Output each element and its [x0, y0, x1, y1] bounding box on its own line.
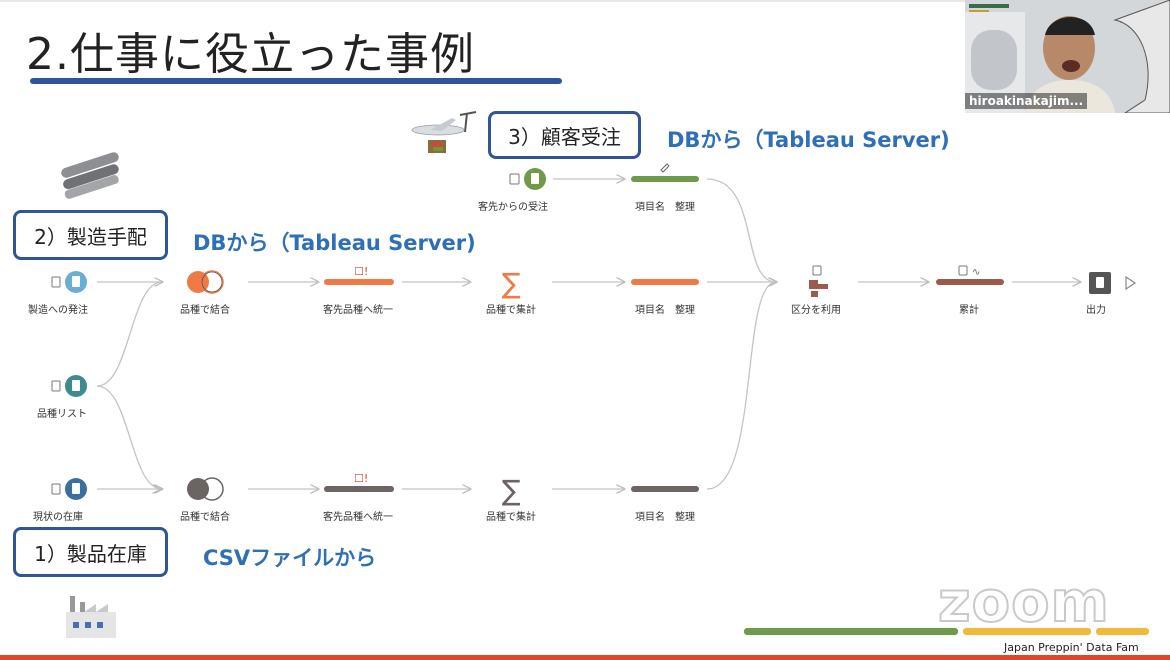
footer-text: Japan Preppin' Data Fam — [1004, 641, 1139, 654]
run-icon — [1125, 275, 1137, 291]
section-label-stock: 1）製品在庫 — [13, 527, 168, 577]
order-clean-node[interactable] — [631, 163, 699, 182]
stock-input-label: 現状の在庫 — [33, 510, 83, 523]
section-source-procure: DBから（Tableau Server) — [193, 231, 476, 255]
bottom-strip — [0, 655, 1170, 660]
title-underline — [30, 78, 562, 84]
output-node[interactable] — [1089, 272, 1137, 294]
item-list-node[interactable] — [51, 375, 87, 397]
slide-title: 2.仕事に役立った事例 — [26, 29, 475, 80]
clean-bottom-node[interactable] — [631, 486, 699, 492]
output-label: 出力 — [1086, 303, 1106, 316]
order-input-node[interactable] — [509, 168, 546, 190]
section-label-procure: 2）製造手配 — [13, 210, 168, 260]
warning-icon: ☐! — [354, 265, 368, 278]
unify-top-label: 客先品種へ統一 — [323, 303, 393, 316]
input-file-icon — [51, 276, 61, 288]
procure-input-label: 製造への発注 — [28, 303, 88, 316]
clean-step-icon — [631, 486, 699, 492]
item-list-label: 品種リスト — [37, 407, 87, 420]
clean-bottom-label: 項目名 整理 — [635, 510, 695, 523]
top-border — [0, 0, 1170, 2]
zoom-logo: zoom — [937, 569, 1110, 636]
aggregate-icon: ∑ — [502, 267, 521, 300]
participant-name: hiroakinakajim... — [965, 93, 1088, 109]
aggregate-icon: ∑ — [502, 474, 521, 507]
clean-top-node[interactable] — [631, 279, 699, 285]
clean-step-icon — [936, 279, 1004, 285]
factory-icon — [66, 596, 116, 638]
clean-step-icon — [631, 279, 699, 285]
pivot-node[interactable] — [809, 265, 828, 297]
warning-icon: ☐! — [354, 472, 368, 485]
unify-top-node[interactable]: ☐! — [324, 265, 394, 285]
join-top-label: 品種で結合 — [180, 303, 230, 316]
join-bottom-label: 品種で結合 — [180, 510, 230, 523]
steel-pipes-icon — [61, 152, 119, 199]
clean-top-label: 項目名 整理 — [635, 303, 695, 316]
webcam-video[interactable]: hiroakinakajim... — [965, 0, 1170, 113]
section-source-stock: CSVファイルから — [203, 546, 377, 570]
footer-color-bars — [744, 628, 1149, 635]
agg-top-label: 品種で集計 — [486, 303, 536, 316]
pivot-icon — [809, 280, 828, 297]
order-clean-label: 項目名 整理 — [635, 200, 695, 213]
join-bottom-node[interactable] — [187, 477, 224, 501]
svg-text:∿: ∿ — [972, 267, 980, 278]
edit-icon — [660, 163, 670, 173]
agg-bottom-node[interactable]: ∑ — [502, 474, 521, 507]
agg-bottom-label: 品種で集計 — [486, 510, 536, 523]
section-label-order: 3）顧客受注 — [488, 111, 641, 159]
stock-input-node[interactable] — [51, 478, 87, 500]
section-source-order: DBから（Tableau Server) — [667, 128, 950, 152]
agg-top-node[interactable]: ∑ — [502, 267, 521, 300]
join-top-node[interactable] — [187, 270, 224, 294]
procure-input-node[interactable] — [51, 271, 87, 293]
input-file-icon — [51, 483, 61, 495]
flow-connectors — [96, 179, 1080, 489]
input-file-icon — [51, 380, 61, 392]
cumulative-node[interactable]: ∿ — [936, 265, 1004, 285]
unify-bottom-node[interactable]: ☐! — [324, 472, 394, 492]
pivot-label: 区分を利用 — [791, 304, 841, 316]
cumulative-label: 累計 — [959, 303, 979, 316]
participant-avatar — [965, 0, 1170, 113]
input-file-icon — [509, 173, 520, 185]
airplane-icon — [411, 111, 477, 153]
unify-bottom-label: 客先品種へ統一 — [323, 510, 393, 523]
order-input-label: 客先からの受注 — [478, 200, 548, 213]
